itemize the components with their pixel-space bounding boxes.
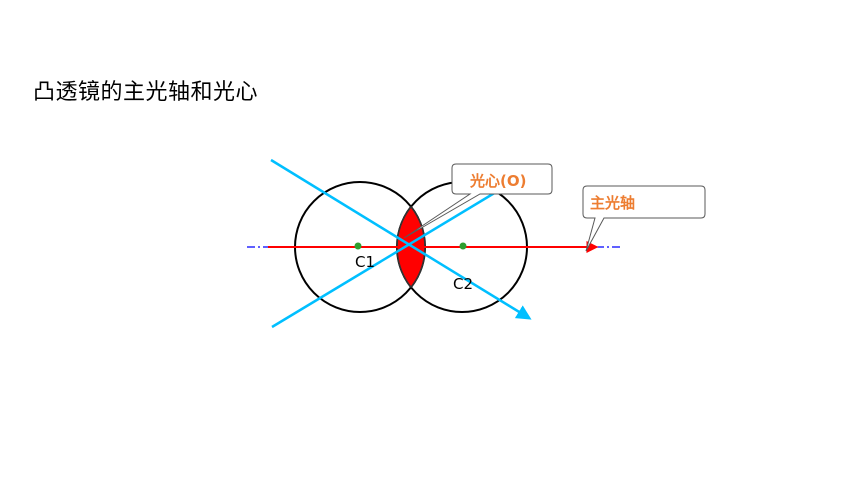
label-c2: C2 — [453, 275, 473, 293]
ray-2 — [271, 175, 522, 329]
slide-title: 凸透镜的主光轴和光心 — [33, 80, 259, 105]
callout-optical-center-text: 光心(O) — [469, 172, 526, 190]
callout-principal-axis — [582, 185, 706, 252]
center-point-c1 — [354, 242, 362, 250]
callout-principal-axis-text: 主光轴 — [590, 194, 635, 212]
center-point-c2 — [459, 242, 467, 250]
label-c1: C1 — [355, 253, 375, 271]
ray-1 — [270, 158, 532, 320]
callout-optical-center — [403, 163, 553, 239]
